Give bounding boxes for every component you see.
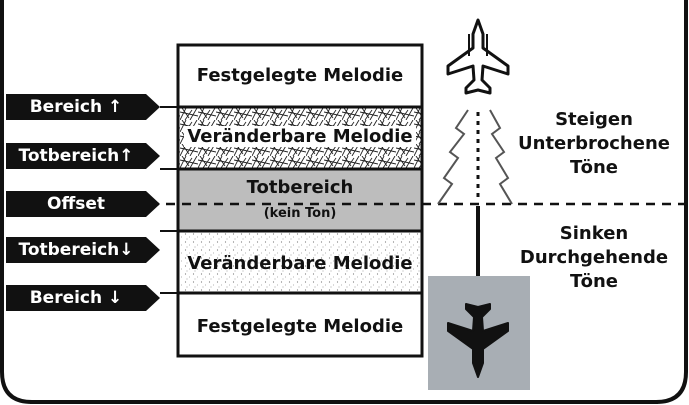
frame-left-edge <box>0 0 33 404</box>
label-offset-arrow <box>146 191 160 217</box>
band-dead-title: Totbereich <box>246 177 354 198</box>
label-bereich-up: Bereich ↑ <box>6 94 146 120</box>
band-fixed-bottom-box <box>176 291 424 358</box>
jet-climbing-icon <box>446 18 510 95</box>
label-totbereich-down: Totbereich↓ <box>6 237 146 263</box>
climb-line-2: Unterbrochene <box>518 133 670 154</box>
climb-line-1: Steigen <box>555 109 633 130</box>
sink-line-3: Töne <box>570 271 618 292</box>
label-bereich-down-arrow <box>146 285 160 311</box>
sink-line-2: Durchgehende <box>519 247 669 268</box>
climb-caption: Steigen Unterbrochene Töne <box>504 108 684 180</box>
band-fixed-bottom-text: Festgelegte Melodie <box>196 316 404 337</box>
band-fixed-top-box <box>176 43 424 109</box>
band-dead-subtitle: (kein Ton) <box>263 206 337 221</box>
label-offset: Offset <box>6 191 146 217</box>
frame-right-edge <box>655 0 688 404</box>
band-variable-bottom-text: Veränderbare Melodie <box>187 253 413 274</box>
climb-line-3: Töne <box>570 157 618 178</box>
band-variable-top-label: Veränderbare Melodie <box>184 126 416 147</box>
band-fixed-top-text: Festgelegte Melodie <box>196 65 404 86</box>
label-totbereich-up: Totbereich↑ <box>6 143 146 169</box>
climb-zigzag-right <box>489 109 513 205</box>
sink-caption: Sinken Durchgehende Töne <box>504 222 684 294</box>
sink-line-1: Sinken <box>559 223 629 244</box>
band-variable-top-text: Veränderbare Melodie <box>178 126 422 147</box>
band-dead-box <box>176 167 424 233</box>
jet-sinking-icon <box>447 303 509 378</box>
climb-zigzag-left <box>437 109 469 205</box>
label-bereich-up-arrow <box>146 94 160 120</box>
label-totbereich-up-arrow <box>146 143 160 169</box>
label-bereich-down: Bereich ↓ <box>6 285 146 311</box>
label-totbereich-down-arrow <box>146 237 160 263</box>
